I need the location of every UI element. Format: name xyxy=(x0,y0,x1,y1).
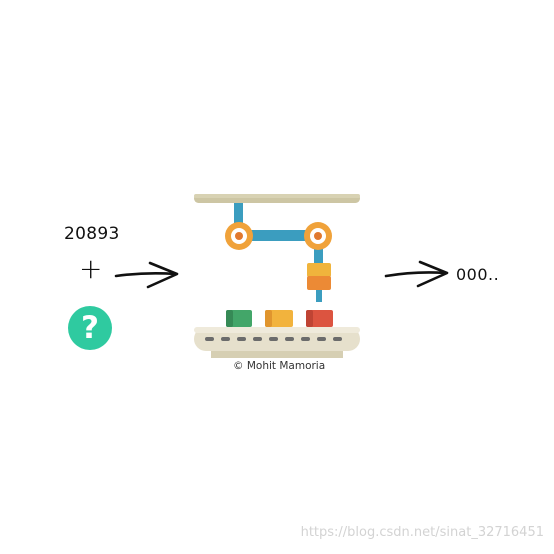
input-arrow-icon xyxy=(114,261,179,289)
output-arrow-icon xyxy=(384,260,449,288)
output-text: 000.. xyxy=(456,265,500,284)
question-icon: ? xyxy=(68,306,112,350)
credit-text: © Mohit Mamoria xyxy=(233,360,326,372)
input-number: 20893 xyxy=(64,224,120,244)
watermark-text: https://blog.csdn.net/sinat_32716451 xyxy=(300,525,544,540)
plus-sign: + xyxy=(79,252,103,285)
factory-robot-icon xyxy=(194,194,360,358)
